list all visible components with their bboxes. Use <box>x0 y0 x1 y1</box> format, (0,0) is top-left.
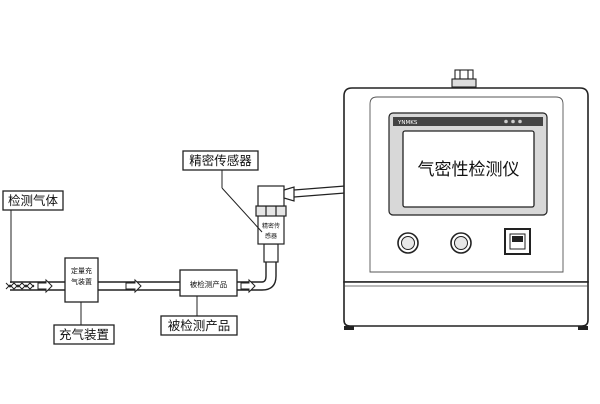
arrow-right-icon <box>240 278 256 294</box>
label-detect-gas-text: 检测气体 <box>8 193 59 208</box>
knob-icon[interactable] <box>397 232 419 254</box>
label-charging-device: 充气装置 <box>53 302 115 345</box>
charging-device-unit: 定量充 气装置 <box>64 257 99 303</box>
gas-connector-icon <box>451 69 477 88</box>
display-screen <box>402 130 535 208</box>
screen-top-strip <box>393 117 543 126</box>
power-switch-icon[interactable] <box>504 228 531 255</box>
arrow-right-icon <box>125 278 142 294</box>
label-tested-product: 被检测产品 <box>160 296 238 336</box>
airtightness-tester: YNMKS 气密性检测仪 <box>343 69 589 330</box>
gas-connector-icon <box>5 282 35 290</box>
tested-product-inner-label: 被检测产品 <box>190 279 228 289</box>
precision-sensor-unit: 精密传 感器 <box>255 185 295 263</box>
sensor-inner-label-2: 感器 <box>265 232 277 240</box>
label-charging-device-text: 充气装置 <box>59 327 109 342</box>
sensor-cable <box>293 185 346 198</box>
label-detect-gas: 检测气体 <box>2 190 64 283</box>
sensor-inner-label-1: 精密传 <box>262 222 280 230</box>
knob-icon[interactable] <box>450 232 472 254</box>
label-tested-product-text: 被检测产品 <box>168 318 231 333</box>
charging-device-inner-label-1: 定量充 <box>71 266 92 275</box>
brand-mark: YNMKS <box>397 120 418 126</box>
screen-title: 气密性检测仪 <box>418 160 520 180</box>
label-precision-sensor-text: 精密传感器 <box>189 153 252 168</box>
arrow-right-icon <box>37 278 53 294</box>
tested-product-unit: 被检测产品 <box>179 269 238 297</box>
charging-device-inner-label-2: 气装置 <box>71 277 92 286</box>
label-precision-sensor: 精密传感器 <box>182 150 263 233</box>
